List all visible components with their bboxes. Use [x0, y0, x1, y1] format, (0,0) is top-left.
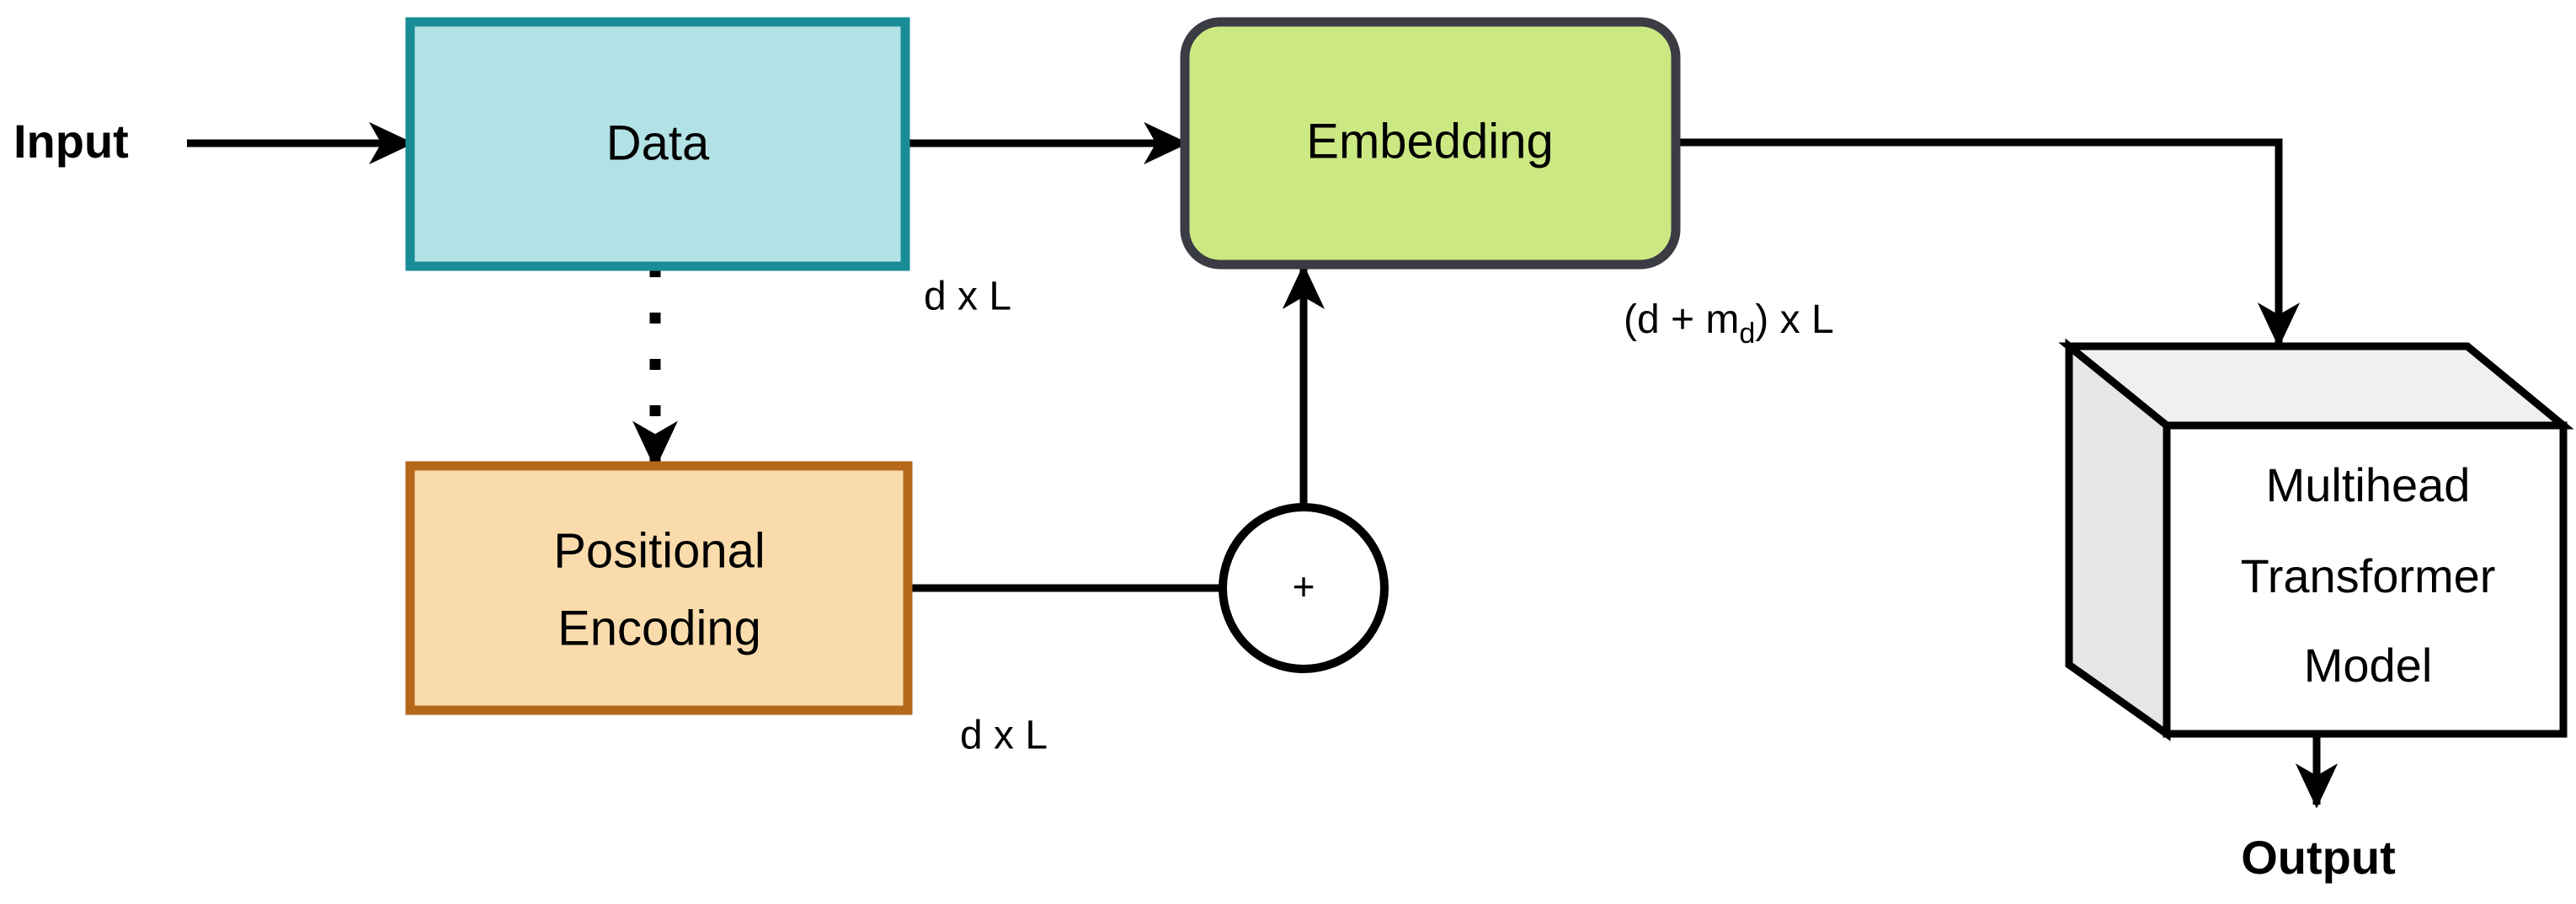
edge-embedding-to-cube — [1676, 138, 2301, 348]
adder-circle-shape — [1219, 503, 1389, 673]
node-embedding[interactable]: Embedding — [1180, 17, 1681, 270]
adder-plus-label: + — [1293, 564, 1315, 608]
dim-embedding-subscript: d — [1739, 318, 1755, 350]
dim-embedding-suffix: ) x L — [1755, 297, 1833, 342]
svg-text:(d + md) x L: (d + md) x L — [1624, 297, 1834, 350]
cube-label-line3: Model — [2304, 639, 2433, 692]
dim-label-data-out: d x L — [924, 275, 1011, 319]
positional-box-shape — [405, 461, 913, 715]
dim-embedding-prefix: (d + m — [1624, 297, 1739, 342]
node-positional-encoding[interactable]: Positional Encoding — [405, 461, 913, 715]
node-adder[interactable]: + — [1219, 503, 1389, 673]
node-multihead-transformer-cube[interactable]: Multihead Transformer Model — [2058, 338, 2574, 741]
dim-label-embedding-out: (d + md) x L — [1624, 297, 1834, 350]
data-box-label: Data — [606, 115, 710, 170]
positional-box-label-line2: Encoding — [557, 601, 761, 655]
data-box-shape — [405, 17, 910, 271]
positional-box-label-line1: Positional — [553, 523, 765, 578]
cube-front-face — [2163, 421, 2568, 738]
cube-label-line1: Multihead — [2266, 458, 2471, 511]
embedding-box-shape — [1180, 17, 1681, 270]
embedding-box-label: Embedding — [1306, 114, 1553, 168]
dim-label-positional-out: d x L — [960, 714, 1048, 758]
node-data[interactable]: Data — [405, 17, 910, 271]
cube-label-line2: Transformer — [2241, 549, 2496, 602]
output-label: Output — [2241, 831, 2395, 884]
input-label: Input — [13, 115, 129, 168]
